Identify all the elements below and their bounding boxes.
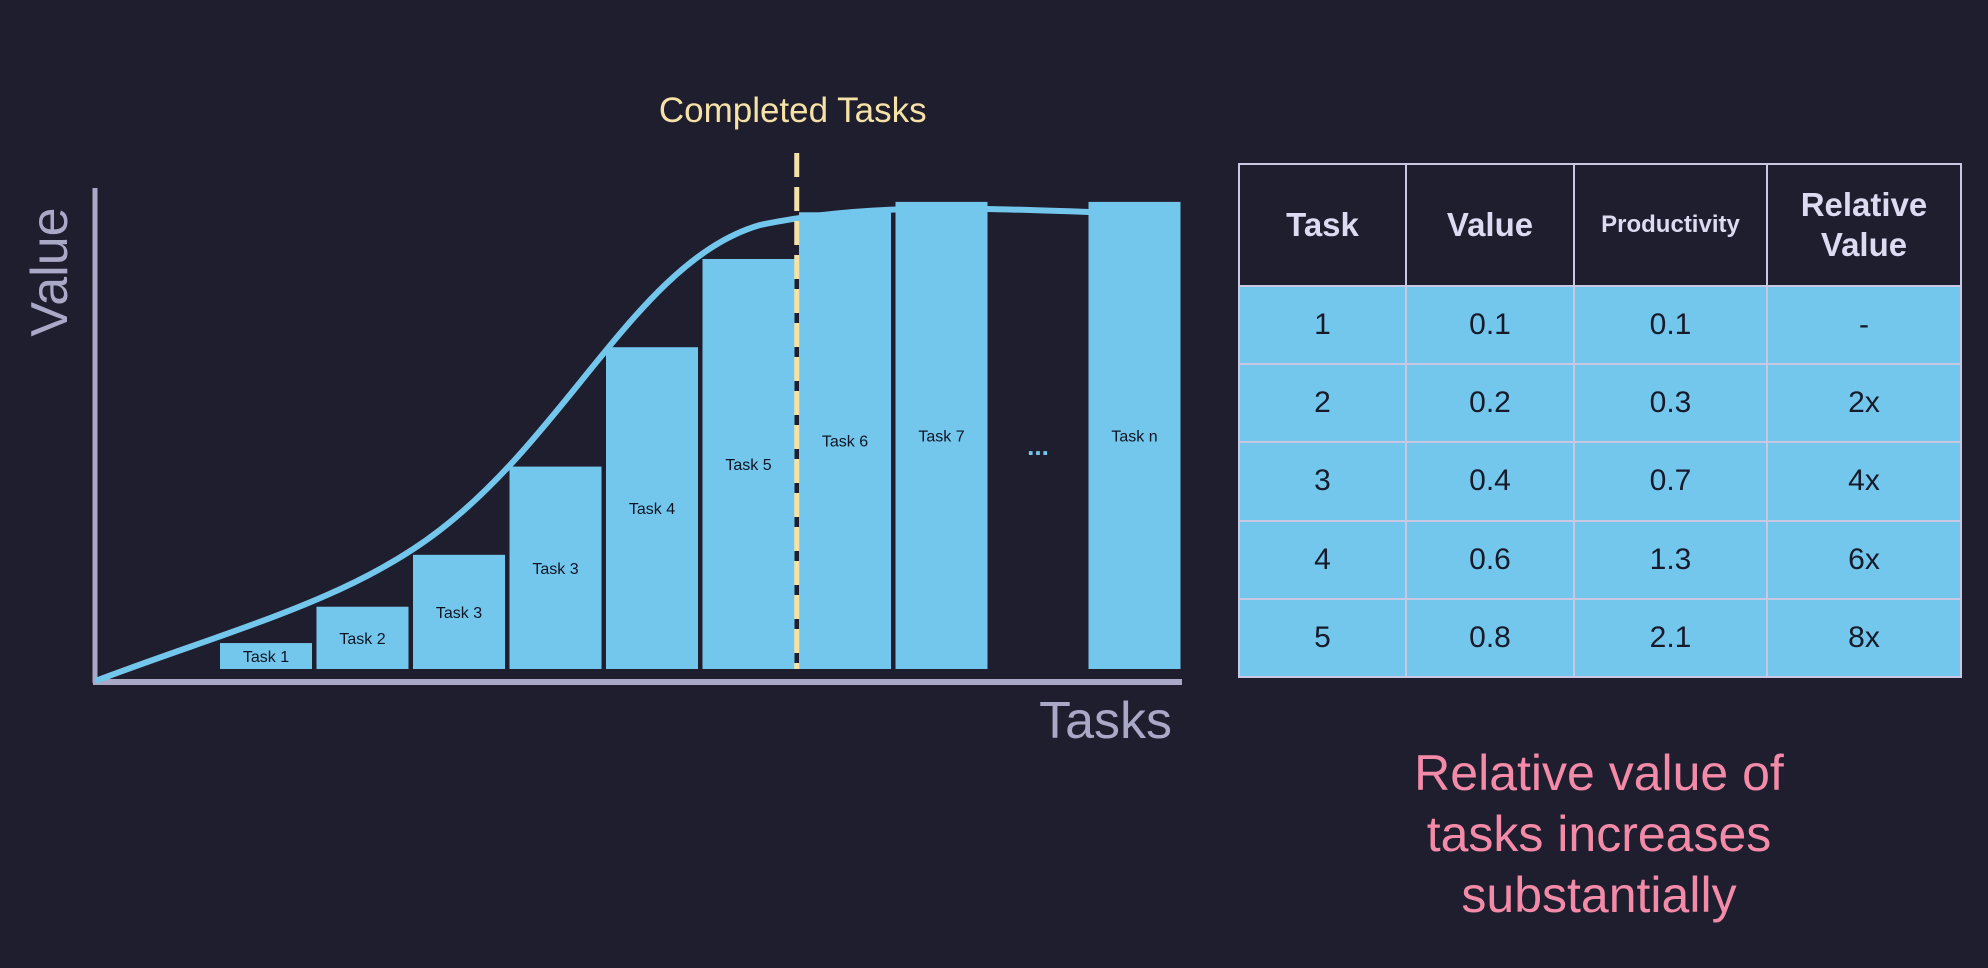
table-cell: 2.1	[1573, 597, 1768, 679]
chart-title: Completed Tasks	[659, 91, 927, 130]
table-header-row: Task Value Productivity Relative Value	[1238, 163, 1962, 287]
table-cell: 8x	[1766, 597, 1962, 679]
bar-task-5	[702, 258, 795, 669]
header-relative-value: Relative Value	[1766, 163, 1962, 287]
bar-label: Task 2	[339, 631, 385, 648]
bar-label: Task 4	[629, 501, 675, 518]
bar-task-2	[316, 606, 409, 669]
table-cell: 1	[1238, 284, 1407, 366]
table-cell: 1.3	[1573, 519, 1768, 600]
y-axis-label: Value	[21, 207, 79, 336]
table-cell: 6x	[1766, 519, 1962, 600]
table-cell: 0.1	[1405, 284, 1575, 366]
caption-line: Relative value of	[1414, 745, 1784, 801]
value-chart: Task 1 Task 2 Task 3 Task 3 Task 4 Task 5 Task…	[21, 91, 1182, 750]
bar-task-3	[509, 466, 602, 669]
table-cell: 0.3	[1573, 363, 1768, 444]
table-row: 4 0.6 1.3 6x	[1238, 519, 1962, 600]
bar-task-4	[606, 347, 698, 669]
value-curve	[95, 205, 1159, 683]
header-task: Task	[1238, 163, 1407, 287]
table-cell: 3	[1238, 441, 1407, 522]
bar-label: Task 5	[725, 457, 771, 474]
bar-label: Task 3	[532, 561, 578, 578]
table-cell: 0.6	[1405, 519, 1575, 600]
header-productivity: Productivity	[1573, 163, 1768, 287]
bar-task-n	[1088, 201, 1181, 669]
bar-label: Task 6	[822, 434, 868, 451]
x-axis-label: Tasks	[1039, 692, 1172, 750]
bar-label: Task n	[1111, 428, 1157, 445]
table-cell: -	[1766, 284, 1962, 366]
table-cell: 0.8	[1405, 597, 1575, 679]
table-row: 3 0.4 0.7 4x	[1238, 441, 1962, 522]
table-cell: 0.4	[1405, 441, 1575, 522]
table-cell: 4x	[1766, 441, 1962, 522]
caption-line: substantially	[1461, 867, 1737, 923]
table-cell: 0.7	[1573, 441, 1768, 522]
bar-task-1	[220, 643, 312, 669]
table-cell: 2x	[1766, 363, 1962, 444]
caption: Relative value of tasks increases substa…	[1300, 743, 1898, 926]
table-row: 1 0.1 0.1 -	[1238, 284, 1962, 366]
caption-line: tasks increases	[1426, 806, 1772, 862]
bar-task-6	[799, 212, 891, 669]
table-cell: 2	[1238, 363, 1407, 444]
bar-task-7	[895, 201, 988, 669]
table-cell: 4	[1238, 519, 1407, 600]
table-row: 5 0.8 2.1 8x	[1238, 597, 1962, 679]
ellipsis-label: ...	[1027, 431, 1049, 461]
table-row: 2 0.2 0.3 2x	[1238, 363, 1962, 444]
bar-label: Task 3	[436, 605, 482, 622]
table-cell: 0.2	[1405, 363, 1575, 444]
table-cell: 5	[1238, 597, 1407, 679]
table-cell: 0.1	[1573, 284, 1768, 366]
bar-label: Task 1	[243, 649, 289, 666]
header-value: Value	[1405, 163, 1575, 287]
relative-value-table: Task Value Productivity Relative Value 1…	[1238, 163, 1962, 679]
bar-task-3	[413, 554, 505, 669]
bar-label: Task 7	[918, 428, 964, 445]
